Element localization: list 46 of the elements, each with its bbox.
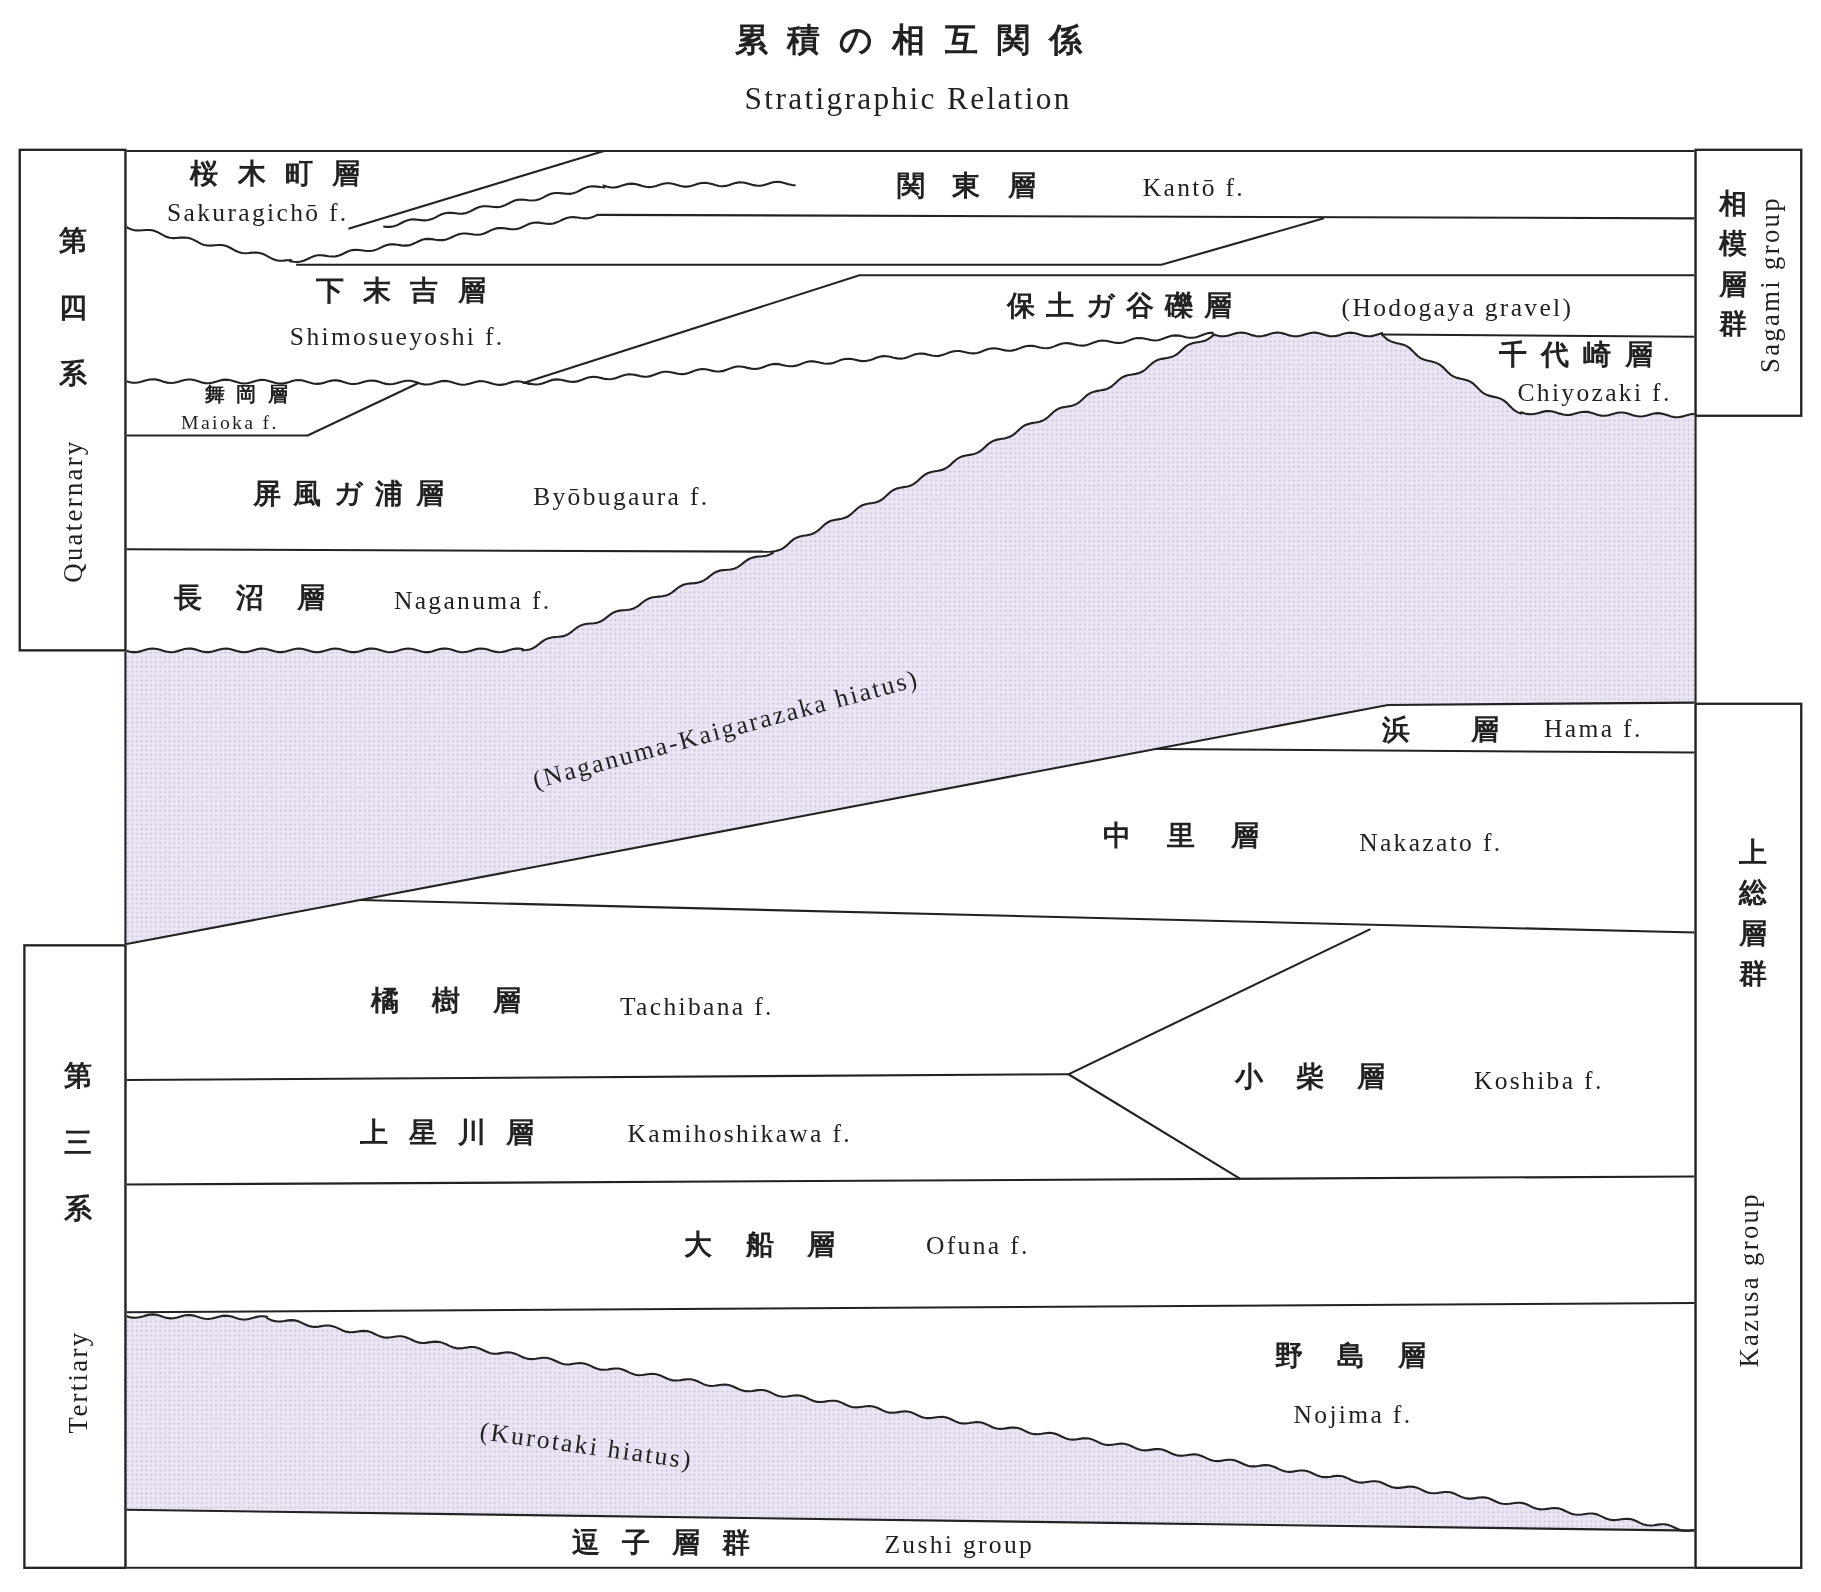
unit-name: 相模層群 (1718, 184, 1747, 343)
formation-label: 橘樹層 (369, 982, 555, 1020)
stratigraphic-unit-column (1694, 702, 1803, 1569)
formation-label: Nojima f. (1293, 1399, 1413, 1430)
formation-label: 逗子層群 (570, 1523, 773, 1561)
formation-label: Byōbugaura f. (533, 481, 710, 513)
unit-name: 上総層群 (1738, 834, 1767, 992)
unit-name: Kazusa group (1735, 1192, 1766, 1368)
hiatus-label: (Kurotaki hiatus) (478, 1416, 695, 1476)
formation-label: Naganuma f. (393, 585, 552, 616)
formation-label: 野島層 (1274, 1336, 1460, 1374)
formation-label: Zushi group (884, 1529, 1035, 1560)
formation-label: Nakazato f. (1359, 828, 1503, 859)
formation-label: 上星川層 (359, 1113, 556, 1151)
formation-label: 大船層 (683, 1226, 869, 1264)
formation-label: Sakuragichō f. (167, 197, 349, 228)
formation-label: 長沼層 (173, 579, 359, 617)
formation-label: Kantō f. (1142, 173, 1245, 204)
formation-label: Kamihoshikawa f. (627, 1118, 852, 1149)
formation-label: 小柴層 (1233, 1058, 1419, 1095)
formation-label: 関東層 (895, 167, 1064, 205)
formation-label: Shimosueyoshi f. (289, 321, 505, 352)
stratigraphic-unit-column (18, 148, 127, 652)
formation-label: 屏風ガ浦層 (252, 475, 457, 512)
stratigraphic-unit-column (23, 944, 127, 1569)
formation-label: Chiyozaki f. (1517, 377, 1672, 408)
unit-name: 第四系 (59, 222, 88, 393)
formation-label: 舞岡層 (203, 381, 300, 408)
formation-label: 保土ガ谷礫層 (1005, 287, 1243, 324)
unit-name: Tertiary (63, 1330, 94, 1434)
formation-label: Maioka f. (181, 411, 279, 435)
formation-label: 下末吉層 (314, 271, 506, 309)
unit-name: 第三系 (63, 1057, 92, 1228)
stratigraphic-unit-column (1694, 148, 1803, 417)
formation-label: Ofuna f. (926, 1231, 1030, 1262)
unit-name: Quaternary (59, 439, 90, 583)
formation-label: Hama f. (1544, 714, 1643, 745)
formation-label: Tachibana f. (619, 991, 774, 1022)
formation-label: Koshiba f. (1473, 1066, 1604, 1097)
formation-label: 中里層 (1102, 817, 1296, 855)
formation-label: 千代崎層 (1498, 335, 1667, 373)
formation-label: (Hodogaya gravel) (1341, 292, 1574, 323)
diagram-title: 累積の相互関係 (734, 19, 1101, 62)
subtitle: Stratigraphic Relation (744, 80, 1072, 117)
unit-name: Sagami group (1755, 196, 1786, 374)
formation-label: 桜木町層 (188, 155, 380, 193)
